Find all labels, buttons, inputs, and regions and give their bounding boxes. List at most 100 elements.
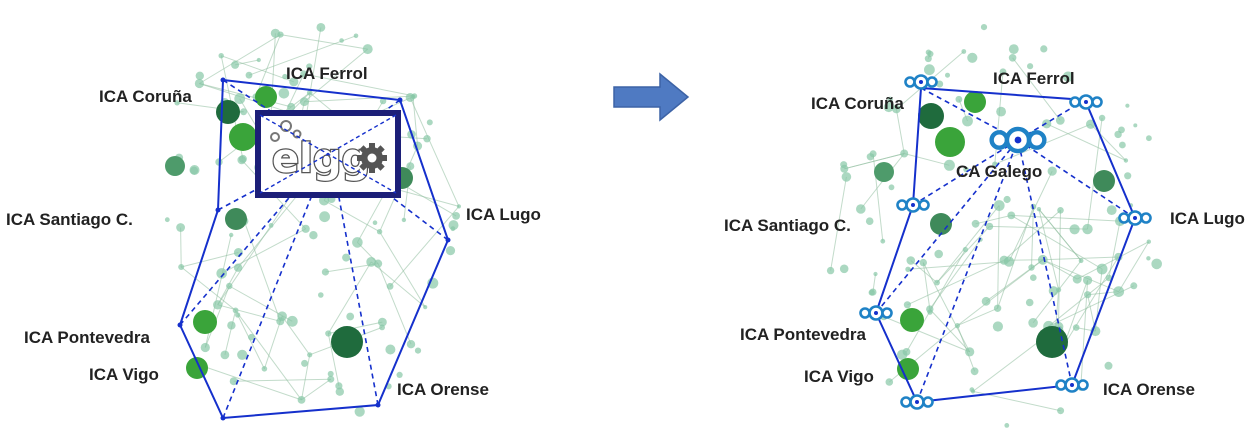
network-hub-node	[255, 86, 277, 108]
network-node	[318, 292, 324, 298]
network-node	[353, 33, 359, 39]
network-node	[354, 406, 365, 417]
network-node	[945, 72, 950, 78]
network-edge	[180, 227, 182, 268]
network-node	[934, 249, 943, 259]
left-topology-polygon	[178, 79, 450, 420]
network-node	[335, 387, 344, 396]
network-node	[270, 28, 280, 38]
right-boundary-line	[874, 87, 1137, 404]
network-node	[235, 312, 241, 318]
right-topology-polygon	[874, 87, 1137, 404]
network-node	[1055, 116, 1065, 125]
network-edge	[221, 55, 294, 83]
network-node	[1146, 256, 1151, 261]
network-node	[1105, 274, 1113, 282]
network-edge	[237, 314, 265, 370]
hub-link-lugo	[1017, 139, 1136, 219]
network-node	[276, 317, 285, 326]
corner-marker	[445, 237, 451, 243]
network-node	[307, 352, 313, 358]
label-ica-ferrol: ICA Ferrol	[286, 64, 368, 83]
label-ica-coruna: ICA Coruña	[99, 87, 192, 106]
network-node	[967, 52, 978, 63]
network-node	[297, 396, 306, 404]
peer-icons	[859, 74, 1152, 410]
network-node	[1104, 361, 1113, 370]
peer-node-icon	[900, 394, 934, 410]
left-panel: elgg ICA Coruña ICA Ferrol ICA Santiago …	[6, 64, 541, 421]
network-node	[1042, 119, 1052, 129]
network-node	[999, 255, 1009, 265]
background-network	[164, 23, 1162, 428]
network-edge	[217, 225, 272, 306]
network-node	[971, 219, 980, 228]
label-ica-pontevedra: ICA Pontevedra	[740, 325, 867, 344]
network-node	[309, 231, 318, 240]
network-node	[892, 105, 901, 114]
network-node	[401, 217, 407, 223]
network-edge	[327, 261, 372, 334]
network-node	[954, 323, 961, 329]
network-node	[1072, 324, 1080, 331]
network-node	[174, 100, 180, 106]
network-node	[897, 349, 908, 360]
network-node	[865, 217, 874, 225]
network-node	[195, 71, 204, 81]
network-node	[218, 53, 224, 59]
network-node	[426, 119, 433, 126]
network-edge	[1108, 221, 1121, 278]
network-node	[981, 296, 991, 306]
network-edge	[1063, 256, 1119, 346]
network-node	[1004, 423, 1010, 428]
peer-node-icon	[989, 126, 1047, 154]
network-edge	[907, 261, 1010, 270]
left-boundary-line	[178, 79, 450, 420]
network-node	[327, 375, 335, 383]
network-node	[955, 95, 963, 103]
network-node	[1062, 71, 1074, 83]
network-node	[300, 70, 308, 78]
network-edge	[844, 153, 905, 170]
network-node	[366, 257, 377, 267]
network-edge	[936, 205, 1000, 283]
network-node	[268, 223, 274, 228]
network-node	[869, 150, 877, 158]
network-node	[1130, 282, 1138, 290]
network-node	[1078, 258, 1084, 264]
network-node	[1057, 407, 1065, 415]
network-node	[980, 24, 988, 31]
network-edge	[181, 252, 239, 268]
network-edge	[255, 34, 281, 97]
network-node	[232, 307, 239, 314]
network-node	[900, 149, 909, 158]
network-edge	[301, 354, 311, 400]
network-hub-node	[225, 208, 247, 230]
network-edge	[1011, 214, 1103, 270]
network-edge	[830, 176, 847, 271]
network-node	[248, 333, 255, 341]
network-edge	[204, 285, 230, 348]
network-node	[905, 266, 911, 272]
hub-link-vigo	[222, 149, 331, 419]
network-node	[1123, 158, 1129, 163]
label-ica-pontevedra: ICA Pontevedra	[24, 328, 151, 347]
network-node	[216, 268, 227, 279]
peer-node-icon	[896, 197, 930, 213]
network-node	[1008, 54, 1017, 62]
network-edge	[883, 316, 970, 353]
network-edge	[975, 214, 1012, 225]
network-node	[362, 44, 373, 55]
network-node	[396, 371, 403, 378]
network-node	[1113, 286, 1125, 297]
network-hub-node	[216, 100, 240, 124]
network-node	[962, 246, 969, 253]
network-edge	[1058, 210, 1061, 327]
network-node	[231, 60, 240, 69]
network-node	[992, 321, 1004, 332]
left-corner-markers	[177, 77, 451, 421]
network-node	[220, 350, 230, 360]
network-edge	[303, 73, 415, 97]
network-node	[1030, 274, 1037, 282]
network-node	[339, 38, 344, 43]
